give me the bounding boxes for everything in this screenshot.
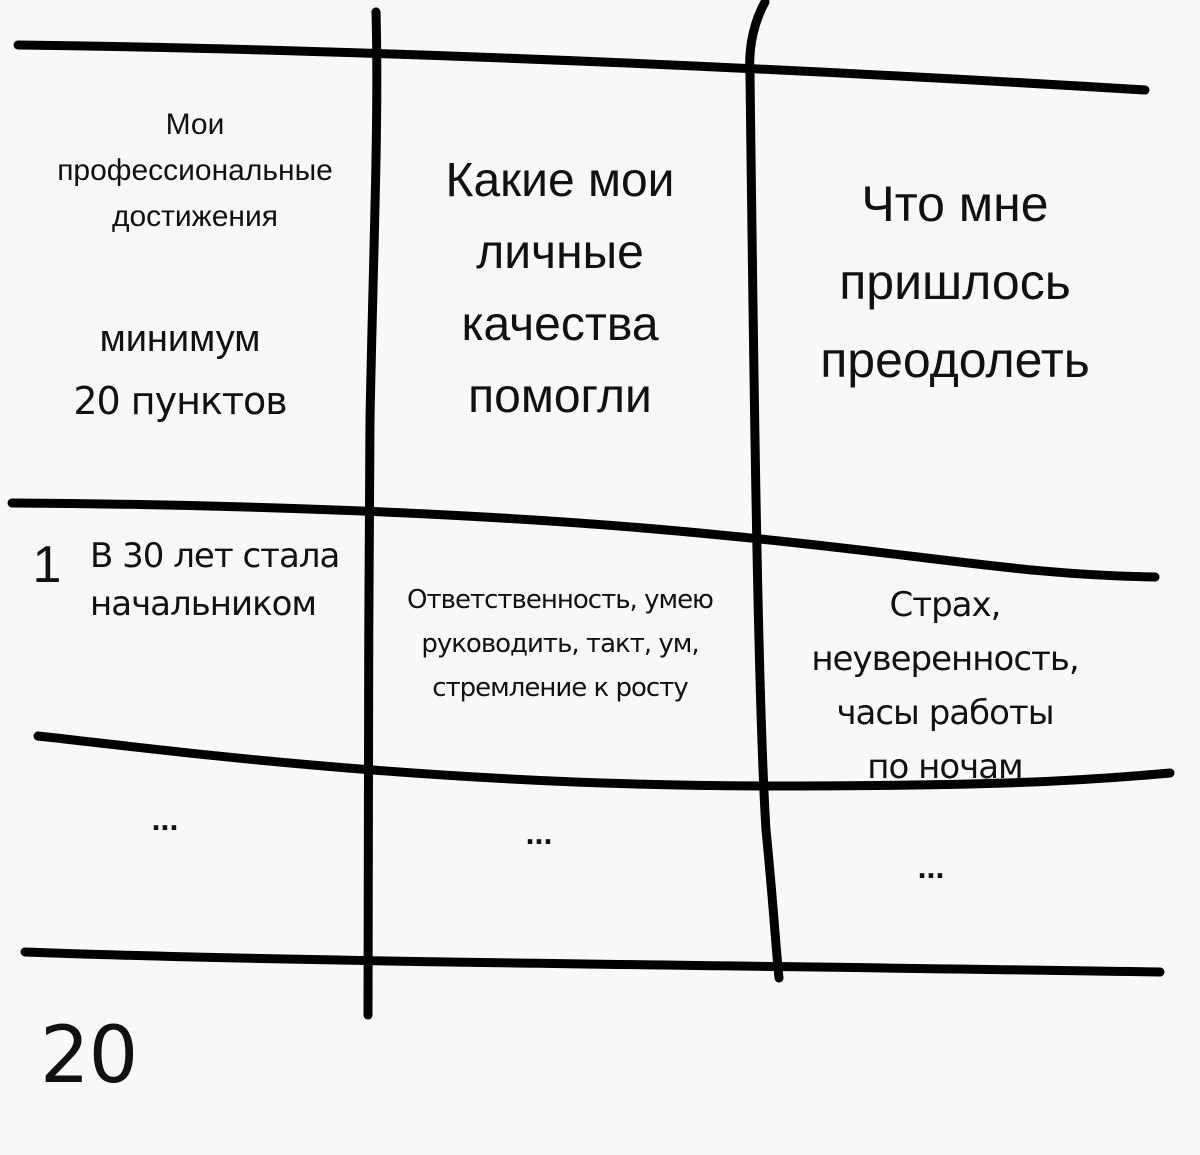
grid-line-col2: [745, 0, 784, 983]
header-achievements-note: минимум 20 пунктов: [30, 308, 330, 432]
header-achievements-line-3: достижения: [111, 200, 278, 233]
row-1-overcome: Страх, неуверенность, часы работы по ноч…: [770, 578, 1120, 794]
row-2-qualities-ellipsis: ...: [525, 815, 553, 851]
last-row-number: 20: [40, 1011, 138, 1101]
grid-line-row2-bottom: [20, 947, 1165, 977]
row-1-number: 1: [32, 536, 62, 594]
row-2-overcome-ellipsis: ...: [917, 849, 945, 885]
grid-line-top: [13, 40, 1150, 95]
row-1-achievement: В 30 лет стала начальником: [90, 532, 360, 628]
grid-line-header-bottom: [7, 498, 1160, 582]
header-achievements-title: Мои профессиональные достижения: [30, 102, 360, 240]
grid-line-col1: [363, 7, 382, 1020]
header-note-line-1: минимум: [99, 318, 261, 360]
header-overcome-line-2: пришлось: [839, 254, 1071, 310]
header-overcome-line-1: Что мне: [861, 176, 1049, 232]
row-1-qualities-line-3: стремление к росту: [432, 673, 689, 703]
row-1-overcome-line-4: по ночам: [867, 747, 1023, 787]
header-note-line-2: 20 пунктов: [73, 379, 287, 423]
row-1-overcome-line-2: неуверенность,: [811, 639, 1079, 679]
header-achievements-line-1: Мои: [165, 108, 225, 141]
row-1-achievement-line-2: начальником: [90, 584, 317, 624]
row-1-overcome-line-1: Страх,: [889, 585, 1002, 625]
row-1-achievement-line-1: В 30 лет стала: [90, 536, 340, 576]
header-qualities-line-4: помогли: [468, 370, 652, 423]
row-1-qualities: Ответственность, умею руководить, такт, …: [370, 578, 750, 710]
header-achievements-line-2: профессиональные: [57, 154, 333, 187]
header-qualities-line-2: личные: [476, 226, 644, 279]
row-1-qualities-line-2: руководить, такт, ум,: [421, 629, 699, 659]
header-qualities-title: Какие мои личные качества помогли: [385, 145, 735, 433]
header-qualities-line-1: Какие мои: [445, 154, 675, 207]
grid-line-row1-bottom: [33, 731, 1175, 791]
header-overcome-line-3: преодолеть: [820, 332, 1090, 388]
header-qualities-line-3: качества: [461, 298, 659, 351]
row-2-achievement-ellipsis: ...: [151, 801, 179, 837]
row-1-overcome-line-3: часы работы: [836, 693, 1054, 733]
row-1-qualities-line-1: Ответственность, умею: [407, 585, 714, 615]
header-overcome-title: Что мне пришлось преодолеть: [760, 165, 1150, 399]
